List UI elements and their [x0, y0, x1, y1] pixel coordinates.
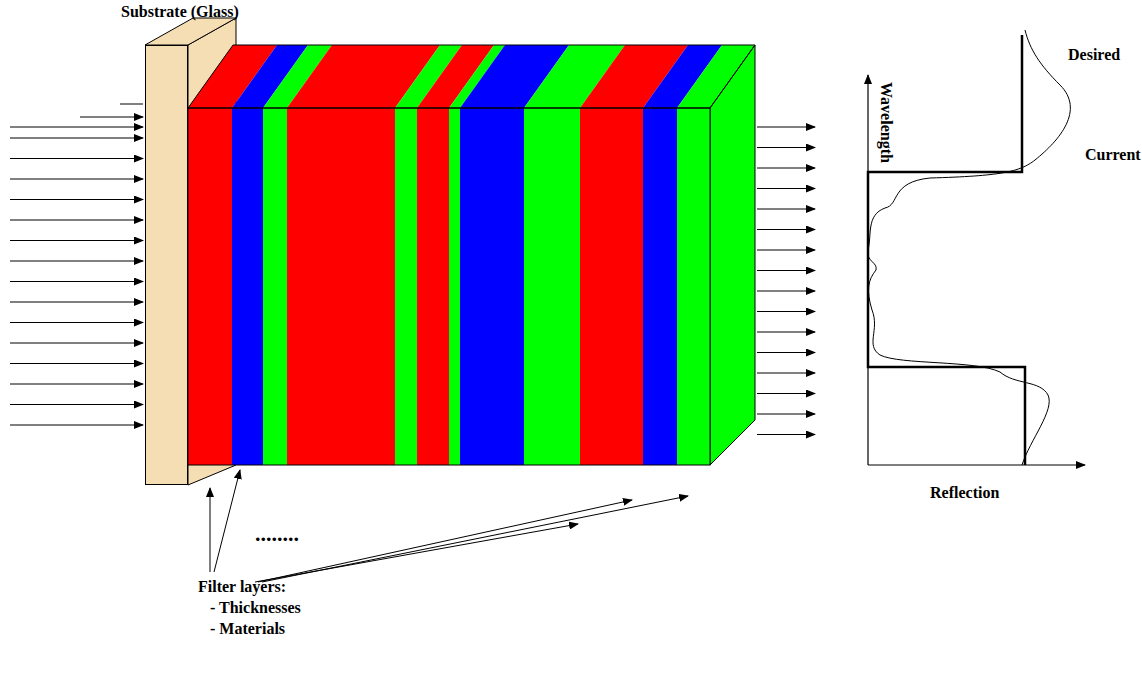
light-ray [757, 270, 815, 271]
light-ray [10, 199, 143, 200]
light-ray [10, 425, 143, 426]
node-heading: Substrate (Glass) [121, 3, 239, 21]
curve-label: Current [1085, 146, 1141, 164]
filter-layers [188, 45, 755, 465]
incoming-light [10, 104, 143, 425]
stack-outline [188, 108, 710, 465]
light-ray [10, 220, 143, 221]
light-ray [757, 209, 815, 210]
layer-front [643, 108, 677, 465]
current-curve [868, 30, 1071, 465]
callout-text: - Materials [210, 620, 285, 638]
light-ray [80, 117, 143, 118]
light-ray [757, 352, 815, 353]
layer-front [580, 108, 643, 465]
light-ray [757, 127, 815, 128]
layer-front [263, 108, 287, 465]
light-ray [10, 127, 143, 128]
substrate-top [145, 18, 236, 45]
desired-curve [868, 35, 1025, 465]
substrate-box: Substrate (Glass) [145, 45, 188, 485]
light-ray [757, 147, 815, 148]
layer-front [460, 108, 524, 465]
layer-front [188, 108, 232, 465]
layer-front [395, 108, 417, 465]
light-ray [757, 332, 815, 333]
chart-axes [868, 75, 1085, 465]
light-ray [10, 281, 143, 282]
light-ray [757, 373, 815, 374]
light-ray [10, 343, 143, 344]
leader-lines [210, 470, 688, 582]
callout-text: - Thicknesses [210, 599, 301, 617]
light-ray [120, 104, 143, 105]
ellipsis: ........ [255, 522, 299, 546]
light-ray [757, 168, 815, 169]
light-ray [757, 414, 815, 415]
light-ray [10, 179, 143, 180]
light-ray [757, 229, 815, 230]
light-ray [10, 261, 143, 262]
light-ray [757, 311, 815, 312]
light-ray [10, 240, 143, 241]
curve-label: Desired [1068, 46, 1120, 64]
axis-label: Wavelength [877, 82, 895, 163]
light-ray [10, 138, 143, 139]
light-ray [757, 434, 815, 435]
layer-front [677, 108, 710, 465]
callout-text: Filter layers: [198, 578, 286, 596]
stack-top-outline [188, 45, 755, 108]
light-ray [757, 291, 815, 292]
light-ray [10, 322, 143, 323]
light-ray [10, 404, 143, 405]
layer-front [449, 108, 460, 465]
light-ray [757, 393, 815, 394]
light-ray [10, 302, 143, 303]
light-ray [10, 363, 143, 364]
layer-front [524, 108, 580, 465]
light-ray [10, 384, 143, 385]
axis-label: Reflection [930, 484, 999, 502]
light-ray [757, 188, 815, 189]
layer-front [232, 108, 263, 465]
outgoing-light [757, 127, 815, 435]
light-ray [10, 158, 143, 159]
layer-front [417, 108, 449, 465]
light-ray [757, 250, 815, 251]
layer-side [710, 45, 755, 465]
layer-front [287, 108, 395, 465]
